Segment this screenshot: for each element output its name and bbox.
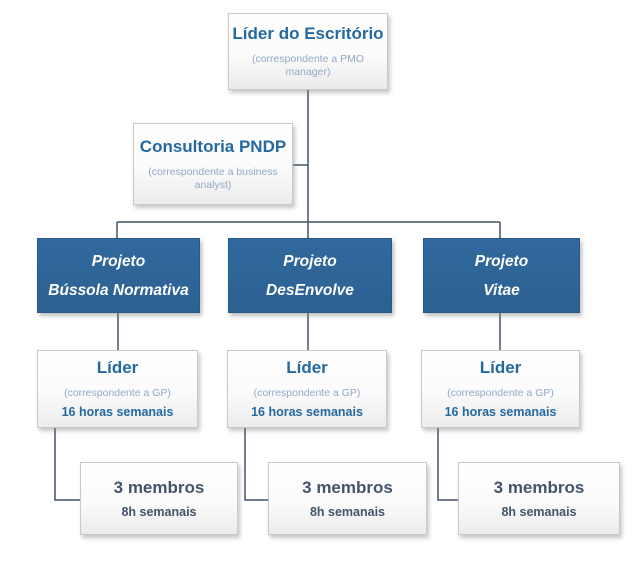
leader-title: Líder (96, 358, 139, 377)
project-word: Projeto (474, 252, 529, 270)
org-box-consultant: Consultoria PNDP (correspondente a busin… (133, 123, 293, 205)
pmo-leader-subtitle: (correspondente a PMO manager) (251, 53, 365, 78)
pmo-leader-title: Líder do Escritório (232, 24, 384, 43)
project-name: DesEnvolve (266, 281, 354, 299)
leader-subtitle: (correspondente a GP) (447, 387, 554, 399)
org-box-leader-2: Líder (correspondente a GP) 16 horas sem… (227, 350, 387, 428)
project-word: Projeto (283, 252, 337, 270)
org-box-members-1: 3 membros 8h semanais (80, 462, 238, 535)
leader-subtitle: (correspondente a GP) (64, 387, 171, 399)
members-hours: 8h semanais (309, 504, 386, 519)
project-word: Projeto (91, 252, 146, 270)
org-box-leader-1: Líder (correspondente a GP) 16 horas sem… (37, 350, 198, 428)
leader-hours: 16 horas semanais (251, 405, 363, 419)
org-box-project-bussola-normativa: Projeto Bússola Normativa (37, 238, 200, 313)
leader-title: Líder (286, 358, 328, 377)
project-name: Bússola Normativa (48, 281, 189, 299)
org-box-members-3: 3 membros 8h semanais (458, 462, 620, 535)
consultant-subtitle: (correspondente a business analyst) (148, 165, 278, 191)
org-box-members-2: 3 membros 8h semanais (268, 462, 427, 535)
members-hours: 8h semanais (121, 504, 197, 519)
leader-subtitle: (correspondente a GP) (253, 387, 361, 399)
project-name: Vitae (483, 281, 520, 299)
org-box-project-vitae: Projeto Vitae (423, 238, 580, 313)
members-hours: 8h semanais (501, 504, 577, 519)
consultant-title: Consultoria PNDP (139, 136, 287, 156)
org-box-project-desenvolve: Projeto DesEnvolve (228, 238, 392, 313)
org-box-pmo-leader: Líder do Escritório (correspondente a PM… (228, 13, 388, 90)
leader-title: Líder (479, 358, 522, 377)
members-count: 3 membros (113, 477, 205, 497)
leader-hours: 16 horas semanais (61, 405, 174, 419)
leader-hours: 16 horas semanais (444, 405, 557, 419)
org-box-leader-3: Líder (correspondente a GP) 16 horas sem… (421, 350, 580, 428)
members-count: 3 membros (302, 477, 393, 497)
members-count: 3 membros (493, 477, 585, 497)
